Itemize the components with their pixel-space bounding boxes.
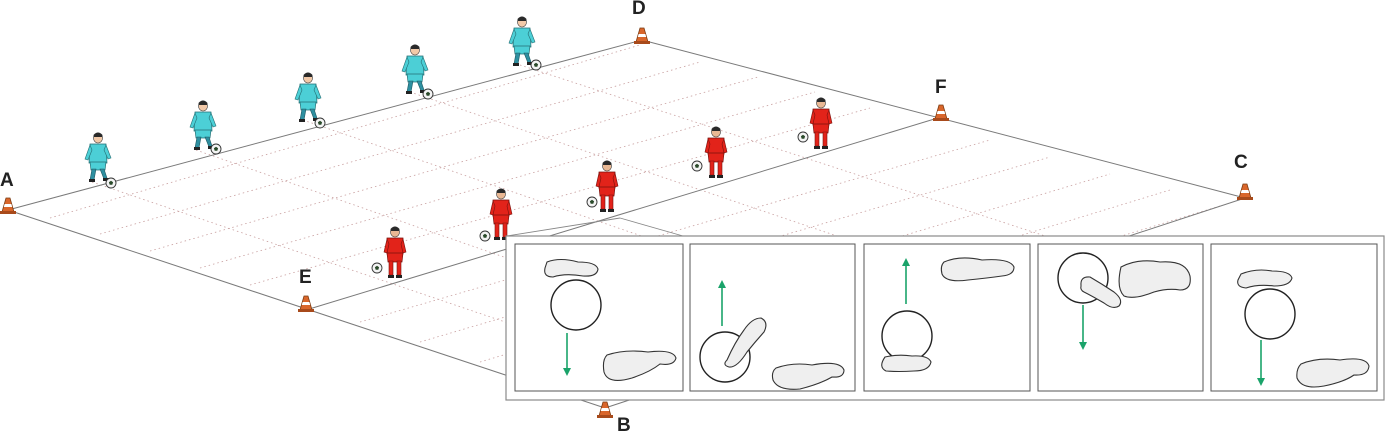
corner-label-a: A — [0, 170, 14, 191]
technique-step-4 — [1037, 243, 1204, 392]
cone-icon — [596, 401, 614, 419]
ball-icon — [105, 177, 117, 189]
technique-panel — [505, 235, 1385, 401]
foot-icon — [881, 354, 932, 373]
technique-step-3 — [863, 243, 1031, 392]
corner-label-d: D — [632, 0, 646, 19]
corner-label-c: C — [1234, 152, 1248, 173]
ball-icon — [422, 88, 434, 100]
red-player — [809, 97, 833, 150]
ball-icon — [797, 131, 809, 143]
ball-icon — [314, 117, 326, 129]
ball-icon — [550, 279, 602, 331]
foot-icon — [940, 257, 1015, 282]
ball-icon — [210, 143, 222, 155]
ball-icon — [691, 160, 703, 172]
cyan-player — [508, 16, 536, 67]
technique-step-5 — [1210, 243, 1378, 392]
corner-label-b: B — [617, 415, 631, 433]
cone-icon — [633, 27, 651, 45]
ball-icon — [881, 310, 933, 362]
cone-icon — [1236, 183, 1254, 201]
ball-icon — [530, 59, 542, 71]
ball-icon — [479, 230, 491, 242]
corner-label-f: F — [935, 77, 947, 98]
ball-icon — [1244, 288, 1296, 340]
cyan-team — [84, 16, 542, 189]
red-player — [595, 160, 619, 213]
cone-icon — [932, 104, 950, 122]
red-player — [704, 126, 728, 179]
foot-icon — [724, 317, 767, 368]
cone-icon — [0, 197, 17, 215]
foot-icon — [1296, 358, 1370, 388]
red-player — [489, 188, 513, 241]
ball-icon — [371, 262, 383, 274]
cyan-player — [189, 100, 217, 151]
cyan-player — [294, 72, 322, 123]
corner-label-e: E — [299, 267, 312, 288]
foot-icon — [544, 258, 599, 278]
cyan-player — [84, 132, 112, 183]
cone-icon — [297, 295, 315, 313]
foot-icon — [771, 362, 845, 390]
red-player — [383, 226, 407, 279]
foot-icon — [1080, 276, 1122, 309]
technique-step-1 — [514, 243, 684, 392]
foot-icon — [1237, 269, 1293, 289]
ball-icon — [586, 196, 598, 208]
technique-step-2 — [689, 243, 856, 392]
cyan-player — [401, 44, 429, 95]
foot-icon — [602, 350, 677, 381]
callout-connector — [506, 217, 684, 237]
foot-icon — [1118, 260, 1191, 298]
